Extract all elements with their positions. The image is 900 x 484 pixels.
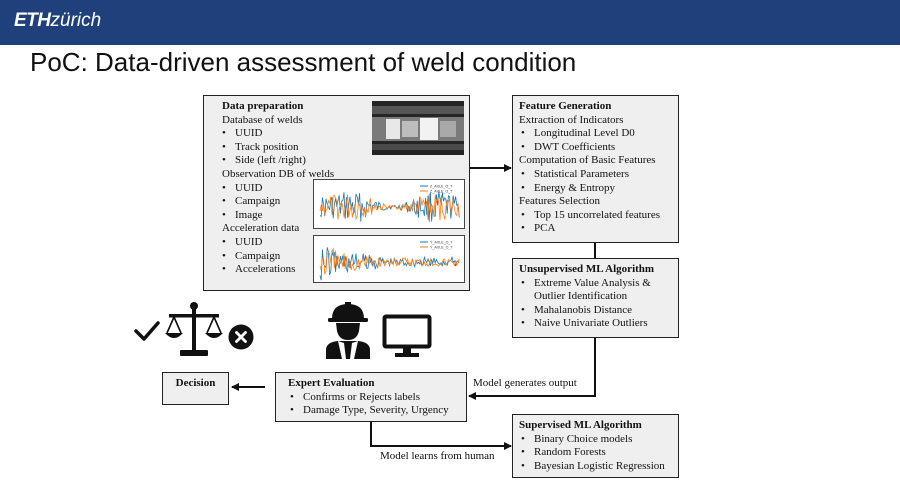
bullet-item: UUID	[222, 182, 463, 196]
checkmark-icon	[133, 320, 161, 347]
monitor-icon	[382, 314, 432, 363]
feature-generation-list: Extraction of IndicatorsLongitudinal Lev…	[519, 114, 672, 236]
bullet-item: Accelerations	[222, 263, 463, 277]
list-line: Database of welds	[222, 113, 303, 126]
unsupervised-ml-heading: Unsupervised ML Algorithm	[519, 263, 655, 275]
bullet-item: Naive Univariate Outliers	[519, 317, 672, 331]
list-line: Extraction of Indicators	[519, 113, 624, 126]
feature-generation-heading: Feature Generation	[519, 100, 612, 112]
list-line: Outlier Identification	[534, 290, 628, 303]
bullet-item: Damage Type, Severity, Urgency	[288, 404, 460, 418]
bullet-item: Mahalanobis Distance	[519, 304, 672, 318]
decision-box: Decision	[162, 372, 229, 405]
list-line: Features Selection	[519, 195, 600, 208]
expert-evaluation-list: Confirms or Rejects labelsDamage Type, S…	[288, 391, 460, 418]
legend-label: Y_AXLE_O_T	[430, 246, 453, 250]
bullet-item: Top 15 uncorrelated features	[519, 209, 672, 223]
slide-title: PoC: Data-driven assessment of weld cond…	[30, 47, 577, 77]
bullet-item: Energy & Entropy	[519, 182, 672, 196]
weld-image	[372, 101, 464, 155]
data-preparation-heading: Data preparation	[222, 100, 304, 112]
bullet-item: UUID	[222, 236, 463, 250]
expert-evaluation-heading: Expert Evaluation	[288, 377, 375, 389]
supervised-ml-list: Binary Choice modelsRandom ForestsBayesi…	[519, 433, 672, 474]
list-line: Acceleration data	[222, 222, 300, 235]
bullet-item: Longitudinal Level D0	[519, 127, 672, 141]
bullet-item: Bayesian Logistic Regression	[519, 460, 672, 474]
bullet-item: Binary Choice models	[519, 433, 672, 447]
bullet-item: Campaign	[222, 195, 463, 209]
model-output-label: Model generates output	[473, 377, 577, 389]
bullet-item: UUID	[222, 127, 463, 141]
bullet-item: DWT Coefficients	[519, 141, 672, 155]
scales-icon	[164, 301, 224, 364]
arrow-expert-to-supervised	[370, 422, 512, 450]
signal-trace	[319, 193, 460, 221]
expert-evaluation-box: Expert Evaluation Confirms or Rejects la…	[275, 372, 467, 422]
bullet-item: Image	[222, 209, 463, 223]
bullet-item: Extreme Value Analysis &	[519, 277, 672, 291]
bullet-item: Statistical Parameters	[519, 168, 672, 182]
bullet-item: Side (left /right)	[222, 154, 463, 168]
feature-generation-box: Feature Generation Extraction of Indicat…	[512, 95, 679, 243]
decision-heading: Decision	[175, 377, 216, 389]
supervised-ml-box: Supervised ML Algorithm Binary Choice mo…	[512, 414, 679, 478]
cross-circle-icon	[228, 324, 254, 355]
arrow-unsupervised-to-expert	[468, 338, 596, 400]
bullet-item: PCA	[519, 222, 672, 236]
list-line: Computation of Basic Features	[519, 154, 656, 167]
legend-label: Y_AXLE_O_T	[430, 241, 453, 245]
worker-icon	[324, 301, 372, 364]
bullet-item: Confirms or Rejects labels	[288, 391, 460, 405]
bullet-item: Campaign	[222, 250, 463, 264]
list-line: Observation DB of welds	[222, 167, 335, 180]
legend-label: Z_AXLE_O_T	[430, 190, 453, 194]
header-bar: ETHzürich	[0, 0, 900, 45]
signal-trace	[319, 247, 460, 276]
supervised-ml-heading: Supervised ML Algorithm	[519, 419, 642, 431]
data-preparation-list: Database of weldsUUIDTrack positionSide …	[222, 114, 463, 277]
unsupervised-ml-box: Unsupervised ML Algorithm Extreme Value …	[512, 258, 679, 338]
bullet-item: Track position	[222, 141, 463, 155]
model-learns-label: Model learns from human	[380, 450, 495, 462]
legend-label: Z_AXLE_O_T	[430, 185, 453, 189]
bullet-item: Random Forests	[519, 446, 672, 460]
unsupervised-ml-list: Extreme Value Analysis &Outlier Identifi…	[519, 277, 672, 331]
eth-logo: ETHzürich	[14, 10, 102, 31]
